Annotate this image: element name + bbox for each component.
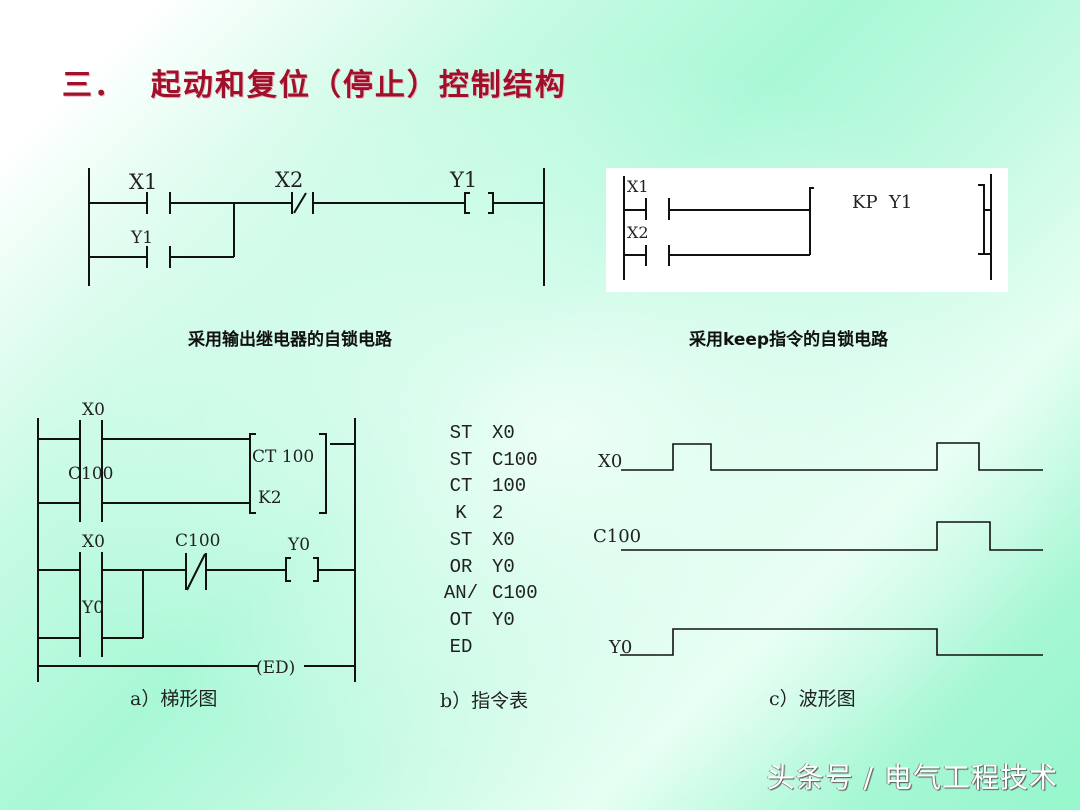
instruction-op: ST	[449, 422, 473, 444]
caption-waveform: c）波形图	[769, 688, 856, 710]
instruction-arg: C100	[492, 582, 538, 605]
keep-box-left	[809, 187, 814, 255]
label-x0-top: X0	[82, 400, 105, 420]
label-y0-coil: Y0	[287, 535, 310, 555]
waveform-label-x0: X0	[598, 451, 622, 472]
instruction-row: ED	[430, 634, 562, 661]
waveform-label-c100: C100	[593, 526, 641, 547]
label-k2: K2	[258, 488, 282, 508]
label-y1-coil: Y1	[449, 168, 477, 192]
instruction-arg: 2	[492, 502, 504, 525]
label-y1-contact: Y1	[130, 228, 153, 248]
waveform-c100	[621, 521, 1043, 551]
instruction-arg: Y0	[492, 608, 515, 631]
instruction-arg: X0	[492, 422, 515, 444]
instruction-op: ED	[449, 635, 473, 658]
nc-slash-c100	[186, 553, 206, 591]
waveform-label-y0: Y0	[608, 637, 632, 658]
keep-circuit-panel: X1 X2 KP Y1	[606, 168, 1008, 292]
waveform-chart	[620, 442, 1043, 656]
keep-label-x2: X2	[627, 223, 649, 242]
instruction-arg	[492, 634, 562, 661]
coil-y0-left-bracket	[285, 557, 291, 582]
instruction-op: ST	[449, 448, 473, 471]
instruction-row: OT Y0	[430, 607, 562, 634]
instruction-row: ST C100	[430, 447, 562, 474]
instruction-op: AN/	[443, 582, 479, 605]
instruction-row: OR Y0	[430, 554, 562, 581]
waveform-x0	[621, 442, 1043, 471]
instruction-arg: 100	[492, 475, 527, 498]
label-x2: X2	[275, 168, 303, 192]
instruction-op: OR	[449, 555, 473, 578]
relay-selflock-circuit	[88, 168, 545, 286]
counter-box-right	[319, 433, 327, 514]
coil-y1-right-bracket	[488, 192, 494, 214]
instruction-op: ST	[449, 528, 473, 551]
instruction-op: OT	[449, 608, 473, 631]
label-y0-contact: Y0	[81, 598, 104, 618]
nc-slash-x2	[293, 192, 307, 214]
label-ct-100: CT 100	[252, 447, 314, 467]
coil-y1-left-bracket	[464, 192, 470, 214]
keep-box-right	[978, 184, 985, 255]
slide-title: 三． 起动和复位（停止）控制结构	[62, 68, 567, 103]
instruction-arg: Y0	[492, 555, 515, 578]
counter-box-left	[249, 433, 256, 514]
label-x1: X1	[129, 170, 157, 194]
waveform-y0	[620, 628, 1043, 656]
keep-circuit: X1 X2 KP Y1	[623, 174, 992, 280]
instruction-row: ST X0	[430, 527, 562, 554]
instruction-op: K	[455, 502, 467, 525]
label-c100-nc: C100	[175, 531, 220, 551]
keep-instruction-label: KP Y1	[852, 192, 912, 213]
caption-ladder-diagram: a）梯形图	[130, 688, 218, 710]
instruction-op: CT	[449, 475, 473, 498]
instruction-row: CT 100	[430, 473, 562, 500]
coil-y0-right-bracket	[313, 557, 319, 582]
instruction-row: ST X0	[430, 420, 562, 447]
label-x0-mid: X0	[82, 532, 105, 552]
label-ed: (ED)	[256, 658, 295, 678]
keep-label-x1: X1	[627, 177, 649, 196]
instruction-row: AN/C100	[430, 580, 562, 607]
watermark: 头条号 / 电气工程技术	[766, 761, 1058, 794]
caption-keep-selflock: 采用keep指令的自锁电路	[689, 330, 889, 350]
label-c100-left: C100	[68, 464, 113, 484]
caption-relay-selflock: 采用输出继电器的自锁电路	[188, 330, 392, 350]
instruction-arg: X0	[492, 528, 515, 551]
instruction-arg: C100	[492, 448, 538, 471]
caption-instruction-list: b）指令表	[440, 690, 529, 712]
ladder-diagram	[37, 418, 356, 682]
